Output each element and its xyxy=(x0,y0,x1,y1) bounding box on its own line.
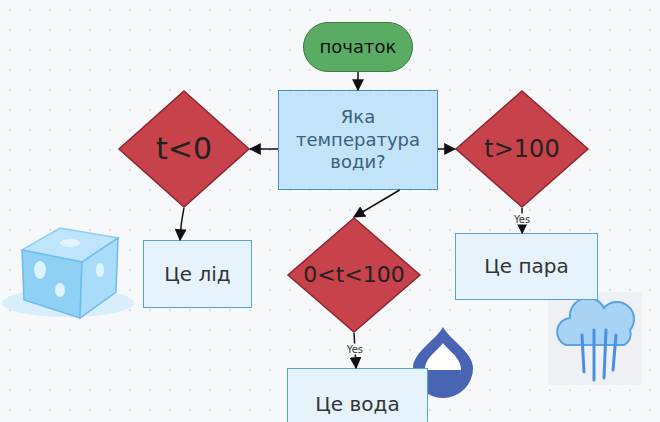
process-box: Яка температура води? xyxy=(278,90,438,190)
condition-text: t>100 xyxy=(484,134,559,164)
decision-diamond: t<0 xyxy=(118,90,250,208)
condition-text: t<0 xyxy=(156,130,212,168)
decision-diamond: 0<t<100 xyxy=(287,217,421,333)
edge-label: Yes xyxy=(513,214,531,225)
node-text: початок xyxy=(320,36,397,59)
ice-cube-illustration xyxy=(2,228,134,318)
flow-arrow xyxy=(357,72,359,90)
result-box: Це лід xyxy=(143,240,252,308)
decision-diamond: t>100 xyxy=(455,90,589,208)
node-text: Яка температура води? xyxy=(279,106,437,174)
node-text: Це лід xyxy=(164,262,230,287)
steam-cloud-icon xyxy=(548,292,642,385)
result-box: Це пара xyxy=(455,233,598,300)
flow-arrow xyxy=(250,148,278,150)
edge-label: Yes xyxy=(346,343,364,354)
flow-arrow xyxy=(354,190,400,217)
flow-arrow xyxy=(180,208,184,240)
flow-arrow xyxy=(438,148,455,150)
node-text: Це вода xyxy=(315,392,399,417)
condition-text: 0<t<100 xyxy=(303,261,404,289)
start-terminal: початок xyxy=(303,22,413,72)
node-text: Це пара xyxy=(484,254,568,279)
result-box: Це вода xyxy=(287,368,428,422)
